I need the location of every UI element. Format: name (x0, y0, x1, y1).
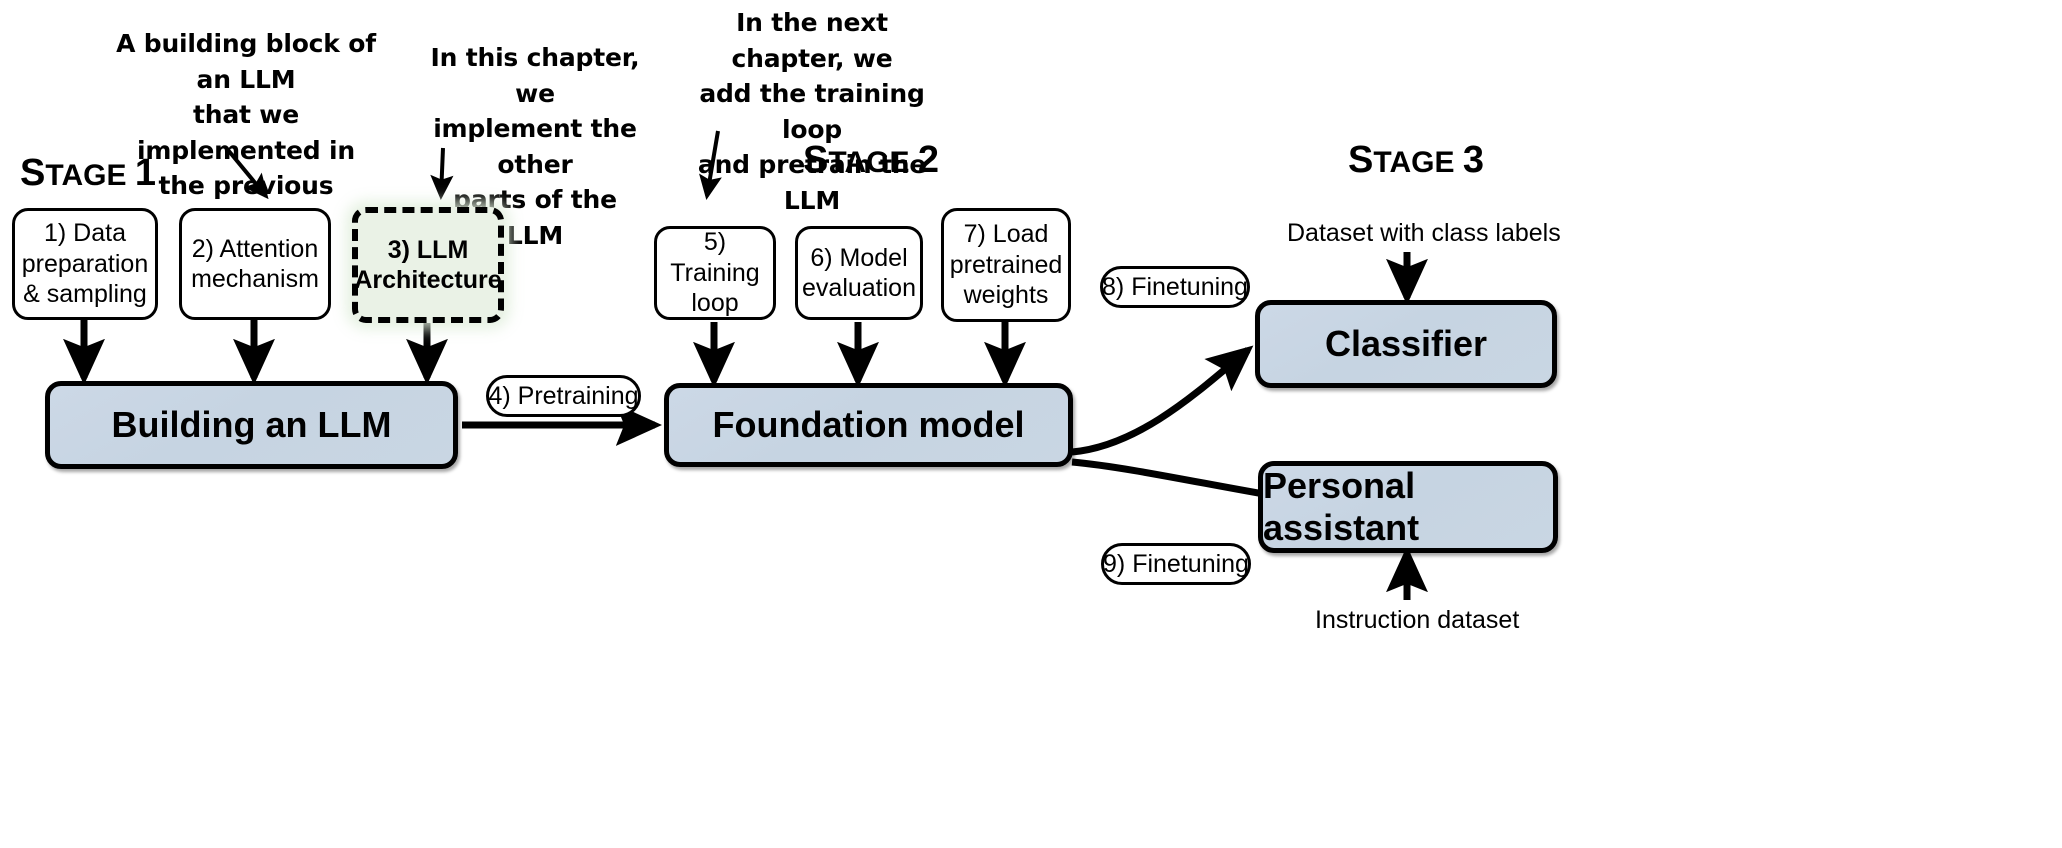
step-line: Architecture (354, 266, 502, 294)
step-line: loop (691, 289, 739, 318)
box-label: Building an LLM (111, 404, 392, 445)
box-label: Personal assistant (1263, 465, 1420, 548)
step-box-attention-mechanism[interactable]: 2) Attention mechanism (179, 208, 331, 320)
stage-2-word: TAGE (828, 146, 918, 179)
stage-3-initial: S (1348, 139, 1374, 181)
step-line: pretrained (949, 250, 1063, 279)
stage-2-number: 2 (917, 139, 939, 181)
callout-line: implement the other (433, 114, 637, 179)
stage-3-word: TAGE (1373, 146, 1463, 179)
step-line: 5) Training (670, 228, 760, 287)
pill-finetuning-8[interactable]: 8) Finetuning (1100, 266, 1250, 308)
step-line: 6) Model (810, 243, 908, 272)
stage-1-initial: S (20, 152, 46, 194)
step-box-load-pretrained-weights[interactable]: 7) Load pretrained weights (941, 208, 1071, 322)
step-box-model-evaluation[interactable]: 6) Model evaluation (795, 226, 923, 320)
box-classifier[interactable]: Classifier (1255, 300, 1557, 388)
caption-dataset-class-labels: Dataset with class labels (1287, 219, 1561, 247)
stage-1-heading: STAGE 1 (20, 152, 156, 195)
box-label: Foundation model (712, 404, 1025, 445)
callout-line: that we implemented in (137, 100, 355, 165)
box-label: Classifier (1324, 323, 1488, 364)
step-line: 3) LLM (387, 235, 469, 264)
stage-3-number: 3 (1462, 139, 1484, 181)
caption-instruction-dataset: Instruction dataset (1315, 606, 1520, 634)
callout-line: A building block of an LLM (116, 29, 376, 94)
pill-finetuning-9[interactable]: 9) Finetuning (1101, 543, 1251, 585)
step-box-data-preparation[interactable]: 1) Data preparation & sampling (12, 208, 158, 320)
pill-label: 4) Pretraining (488, 381, 639, 410)
step-line: mechanism (191, 265, 319, 293)
step-box-training-loop[interactable]: 5) Training loop (654, 226, 776, 320)
callout-line: In this chapter, we (430, 43, 640, 108)
box-personal-assistant[interactable]: Personal assistant (1258, 461, 1558, 553)
arrow-finetuning-classifier (1071, 345, 1254, 456)
stage-1-word: TAGE (45, 159, 135, 192)
callout-next-chapter: In the next chapter, we add the training… (683, 5, 941, 218)
step-line: 1) Data (44, 219, 126, 248)
step-line: preparation (21, 249, 149, 278)
step-line: evaluation (802, 274, 916, 302)
step-line: weights (963, 281, 1049, 310)
callout-line: In the next chapter, we (731, 8, 893, 73)
box-building-an-llm[interactable]: Building an LLM (45, 381, 458, 469)
pill-label: 9) Finetuning (1103, 549, 1249, 578)
step-line: 2) Attention (191, 234, 319, 263)
stage-3-heading: STAGE 3 (1348, 139, 1484, 182)
stage-1-number: 1 (134, 152, 156, 194)
callout-line: add the training loop (699, 79, 925, 144)
step-line: 7) Load (963, 220, 1049, 249)
pill-pretraining[interactable]: 4) Pretraining (486, 375, 641, 417)
stage-2-initial: S (803, 139, 829, 181)
step-line: & sampling (23, 280, 147, 309)
stage-2-heading: STAGE 2 (803, 139, 939, 182)
box-foundation-model[interactable]: Foundation model (664, 383, 1073, 467)
step-box-llm-architecture[interactable]: 3) LLM Architecture (352, 207, 504, 323)
pill-label: 8) Finetuning (1102, 272, 1248, 301)
callout-line: and pretrain the LLM (697, 150, 927, 215)
